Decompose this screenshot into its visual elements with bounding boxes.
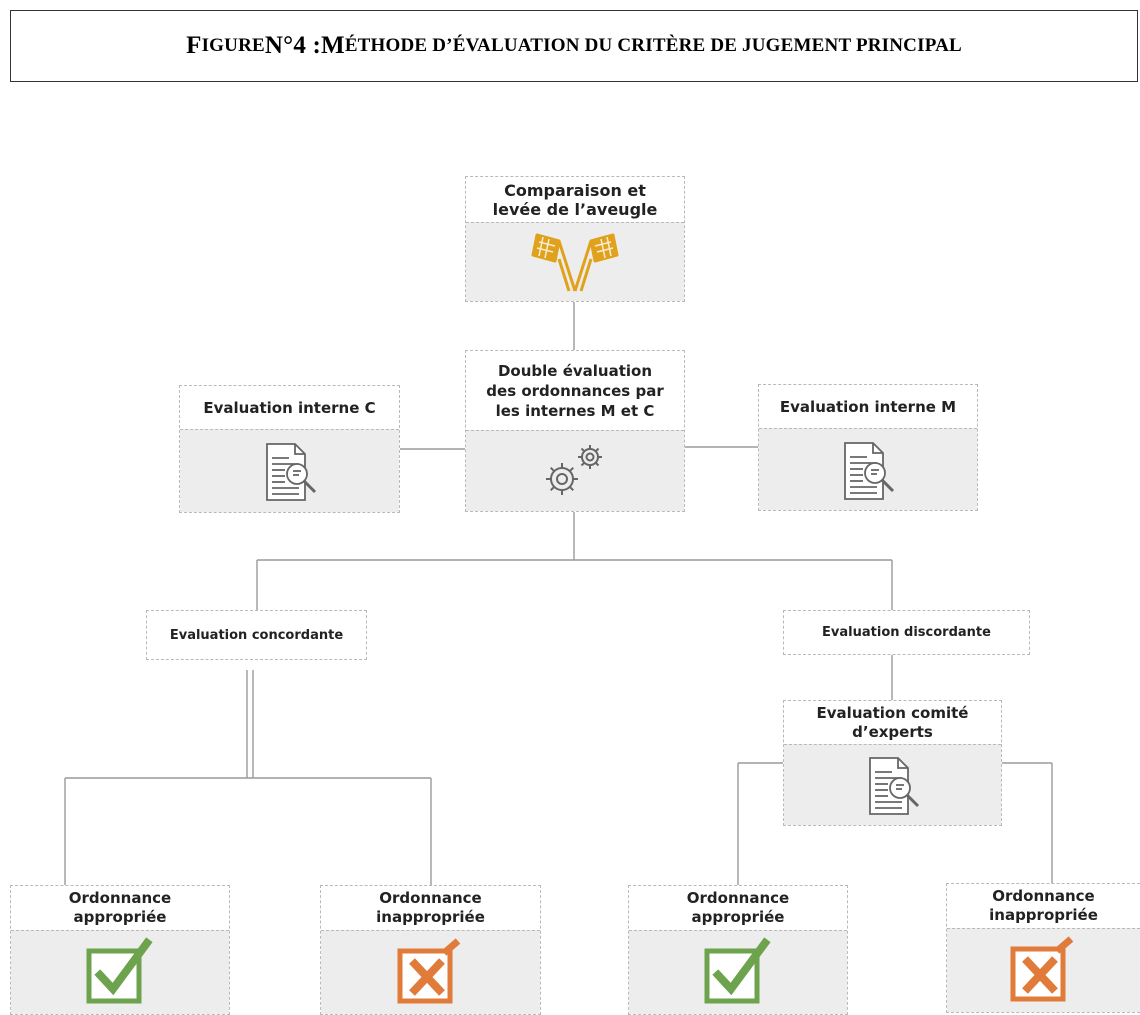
eval-interne-m-node: Evaluation interne M (758, 384, 978, 511)
eval-interne-m-body (759, 428, 977, 510)
outcome-1-body (11, 930, 229, 1014)
comparison-line1: Comparaison et (504, 181, 646, 200)
outcome-3-header: Ordonnance appropriée (629, 886, 847, 930)
outcome-inappropriee-1: Ordonnance inappropriée (320, 885, 541, 1015)
outcome-4-header: Ordonnance inappropriée (947, 884, 1140, 928)
title-number: N°4 : (264, 32, 322, 59)
outcome-appropriee-2: Ordonnance appropriée (628, 885, 848, 1015)
double-eval-line2: des ordonnances par (486, 382, 664, 400)
outcome-3-line2: appropriée (691, 908, 785, 926)
eval-experts-body (784, 744, 1001, 825)
eval-experts-header: Evaluation comité d’experts (784, 701, 1001, 745)
title-prefix-rest: IGURE (201, 35, 265, 56)
eval-interne-c-node: Evaluation interne C (179, 385, 400, 513)
outcome-2-header: Ordonnance inappropriée (321, 886, 540, 930)
eval-interne-c-body (180, 429, 399, 512)
eval-concordante-node: Evaluation concordante (146, 610, 367, 660)
document-search-icon (868, 757, 919, 815)
eval-interne-m-label: Evaluation interne M (779, 398, 957, 416)
eval-concordante-label: Evaluation concordante (169, 627, 344, 643)
eval-interne-m-header: Evaluation interne M (759, 385, 977, 429)
title-prefix-cap: F (186, 32, 202, 59)
outcome-1-line1: Ordonnance (68, 889, 172, 907)
outcome-appropriee-1: Ordonnance appropriée (10, 885, 230, 1015)
double-evaluation-body (466, 430, 684, 511)
outcome-1-header: Ordonnance appropriée (11, 886, 229, 930)
gears-icon (546, 445, 602, 495)
comparison-header: Comparaison et levée de l’aveugle (466, 177, 684, 223)
outcome-4-line1: Ordonnance (992, 887, 1095, 905)
outcome-1-line2: appropriée (73, 908, 167, 926)
outcome-2-line1: Ordonnance (379, 889, 482, 907)
comparison-body (466, 222, 684, 301)
title-main-cap: M (321, 32, 345, 59)
title-main-rest: ÉTHODE D’ÉVALUATION DU CRITÈRE DE JUGEME… (344, 35, 962, 56)
outcome-3-line1: Ordonnance (686, 889, 790, 907)
outcome-4-body (947, 928, 1140, 1012)
double-evaluation-node: Double évaluation des ordonnances par le… (465, 350, 685, 512)
eval-experts-line1: Evaluation comité (816, 704, 969, 722)
double-eval-line1: Double évaluation (497, 362, 653, 380)
outcome-inappropriee-2: Ordonnance inappropriée (946, 883, 1140, 1013)
eval-discordante-label: Evaluation discordante (822, 625, 991, 640)
outcome-2-body (321, 930, 540, 1014)
double-eval-line3: les internes M et C (495, 402, 655, 420)
document-search-icon (844, 441, 895, 500)
eval-interne-c-header: Evaluation interne C (180, 386, 399, 430)
outcome-3-body (629, 930, 847, 1014)
document-search-icon (265, 443, 316, 501)
check-icon (704, 937, 771, 1004)
eval-experts-node: Evaluation comité d’experts (783, 700, 1002, 826)
eval-experts-line2: d’experts (852, 723, 933, 741)
comparison-node: Comparaison et levée de l’aveugle (465, 176, 685, 302)
flags-icon (531, 233, 619, 292)
cross-icon (1010, 936, 1073, 1002)
outcome-2-line2: inappropriée (376, 908, 485, 926)
outcome-4-line2: inappropriée (989, 906, 1098, 924)
check-icon (86, 937, 153, 1004)
eval-interne-c-label: Evaluation interne C (203, 399, 376, 417)
double-evaluation-header: Double évaluation des ordonnances par le… (466, 351, 684, 431)
comparison-line2: levée de l’aveugle (492, 200, 658, 219)
cross-icon (397, 938, 460, 1004)
eval-discordante-node: Evaluation discordante (783, 610, 1030, 655)
